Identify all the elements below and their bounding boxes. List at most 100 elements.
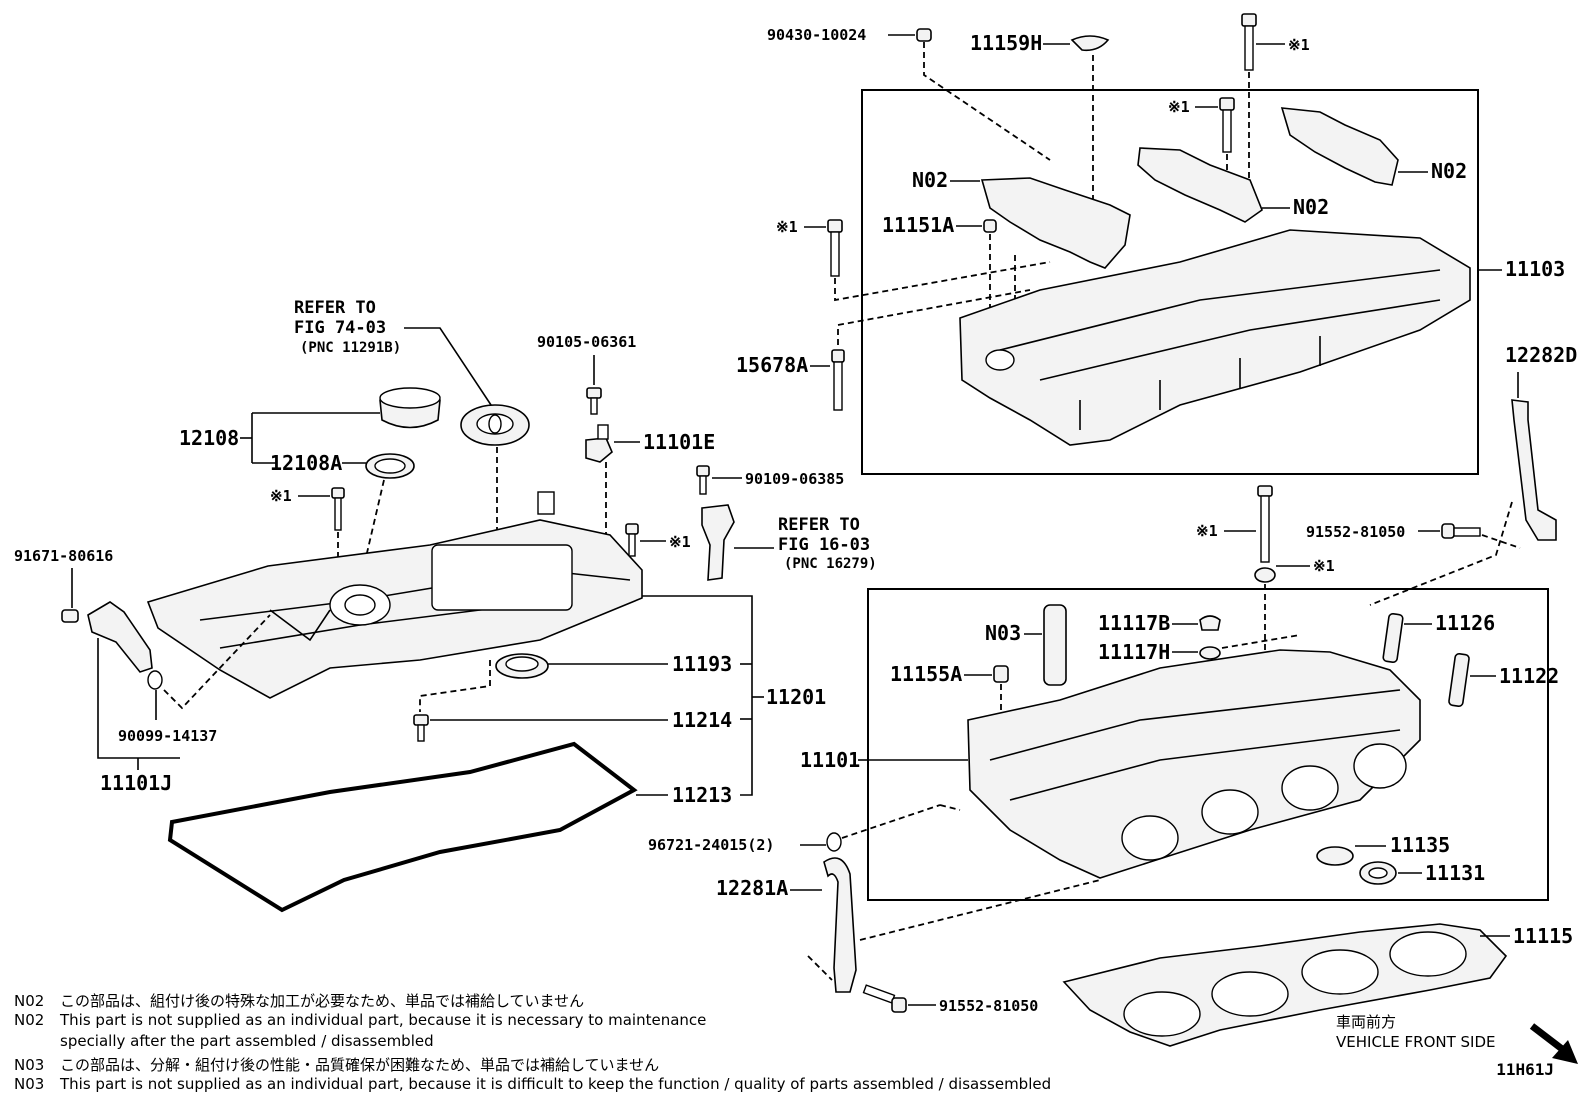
label-star1-left[interactable]: ※1 (776, 218, 798, 236)
camshaft-housing-frame (861, 89, 1479, 475)
bolt-91552-bottom (862, 984, 907, 1013)
label-11193[interactable]: 11193 (672, 652, 732, 676)
label-refer-16-line2[interactable]: FIG 16-03 (778, 535, 870, 555)
head-bolt-washer (1254, 567, 1276, 583)
gasket-bores (1123, 931, 1467, 1037)
vehicle-front-arrow-icon (1529, 1023, 1578, 1064)
head-cover-gasket (167, 741, 638, 913)
label-90105-06361[interactable]: 90105-06361 (537, 333, 636, 351)
label-91552-81050-top[interactable]: 91552-81050 (1306, 523, 1405, 541)
label-11201[interactable]: 11201 (766, 685, 826, 709)
camshaft-housing (959, 229, 1471, 446)
note-text: This part is not supplied as an individu… (60, 1075, 1052, 1093)
bearing-cap-left (980, 177, 1131, 269)
cylinder-head (967, 649, 1421, 879)
label-N02-a[interactable]: N02 (912, 168, 948, 192)
label-11117H[interactable]: 11117H (1098, 640, 1170, 664)
bolt-cap (1219, 97, 1235, 153)
label-12282D[interactable]: 12282D (1505, 343, 1577, 367)
oil-control-valve (87, 601, 163, 690)
dowel-part (983, 219, 997, 233)
label-12281A[interactable]: 12281A (716, 876, 788, 900)
label-11213[interactable]: 11213 (672, 783, 732, 807)
note-code: N02 (14, 992, 45, 1010)
label-11101E[interactable]: 11101E (643, 430, 715, 454)
seal-11117H (1199, 646, 1221, 660)
label-11151A[interactable]: 11151A (882, 213, 954, 237)
note-n02-jp: N02 この部品は、組付け後の特殊な加工が必要なため、単品では補給していません (14, 990, 584, 1011)
label-90109-06385[interactable]: 90109-06385 (745, 470, 844, 488)
bolt-cover-left (331, 487, 345, 531)
label-15678A[interactable]: 15678A (736, 353, 808, 377)
label-11101[interactable]: 11101 (800, 748, 860, 772)
label-11126[interactable]: 11126 (1435, 611, 1495, 635)
o-ring-96721 (826, 832, 842, 852)
oil-filler-cap (379, 387, 441, 429)
label-11214[interactable]: 11214 (672, 708, 732, 732)
label-star1-cover[interactable]: ※1 (270, 487, 292, 505)
bolt-11214 (413, 714, 429, 742)
label-star1-top[interactable]: ※1 (1288, 36, 1310, 54)
label-91552-81050-bottom[interactable]: 91552-81050 (939, 997, 1038, 1015)
wire-bracket (701, 504, 735, 581)
sleeve-part (1043, 604, 1067, 686)
valve-cap-11117B (1199, 615, 1221, 631)
note-n03-en: N03 This part is not supplied as an indiv… (14, 1075, 1051, 1093)
label-star1-washer[interactable]: ※1 (1313, 557, 1335, 575)
washer-part (916, 28, 932, 42)
note-text-cont: specially after the part assembled / dis… (60, 1032, 434, 1050)
note-code: N02 (14, 1011, 45, 1029)
label-refer-74-line2[interactable]: FIG 74-03 (294, 318, 386, 338)
label-star1-head-bolt[interactable]: ※1 (1196, 522, 1218, 540)
label-refer-16-line1[interactable]: REFER TO (778, 515, 860, 535)
label-11101J[interactable]: 11101J (100, 771, 172, 795)
note-n02-en: N02 This part is not supplied as an indiv… (14, 1011, 706, 1029)
bolt-left (827, 219, 843, 277)
label-star1-cap[interactable]: ※1 (1168, 98, 1190, 116)
label-N02-b[interactable]: N02 (1293, 195, 1329, 219)
bolt-top (1241, 13, 1257, 71)
label-N03[interactable]: N03 (985, 621, 1021, 645)
label-refer-74-line1[interactable]: REFER TO (294, 298, 376, 318)
bolt-90109 (696, 465, 710, 495)
engine-hanger-rear (1511, 399, 1557, 541)
bearing-cap-middle (1137, 147, 1263, 223)
label-12108A[interactable]: 12108A (270, 451, 342, 475)
label-refer-74-line3[interactable]: (PNC 11291B) (300, 340, 401, 356)
label-90430-10024[interactable]: 90430-10024 (767, 26, 866, 44)
note-text: This part is not supplied as an individu… (60, 1011, 707, 1029)
valve-guide-11126 (1382, 612, 1404, 664)
note-code: N03 (14, 1056, 45, 1074)
bolt-91552-top (1441, 523, 1481, 539)
label-11117B[interactable]: 11117B (1098, 611, 1170, 635)
label-11131[interactable]: 11131 (1425, 861, 1485, 885)
label-91671-80616[interactable]: 91671-80616 (14, 547, 113, 565)
label-11155A[interactable]: 11155A (890, 662, 962, 686)
label-96721-24015[interactable]: 96721-24015(2) (648, 836, 774, 854)
label-11159H[interactable]: 11159H (970, 31, 1042, 55)
label-11115[interactable]: 11115 (1513, 924, 1573, 948)
gasket-11135 (1316, 846, 1354, 866)
bolt-91671 (61, 609, 79, 623)
vehicle-front-jp: 車両前方 (1336, 1013, 1397, 1031)
label-90099-14137[interactable]: 90099-14137 (118, 727, 217, 745)
plug-part (1070, 35, 1110, 52)
label-N02-c[interactable]: N02 (1431, 159, 1467, 183)
head-bolt (1257, 485, 1273, 563)
label-11135[interactable]: 11135 (1390, 833, 1450, 857)
engine-hanger-front (823, 857, 857, 993)
label-11103[interactable]: 11103 (1505, 257, 1565, 281)
cylinder-head-frame (867, 588, 1549, 901)
bearing-cap-right (1280, 107, 1399, 186)
intake-ports (1121, 743, 1407, 861)
label-star1-cover-right[interactable]: ※1 (669, 533, 691, 551)
stud-part (831, 349, 845, 411)
note-text: この部品は、組付け後の特殊な加工が必要なため、単品では補給していません (60, 992, 585, 1010)
label-refer-16-line3[interactable]: (PNC 16279) (784, 556, 877, 572)
note-code: N03 (14, 1075, 45, 1093)
bolt-90105 (586, 387, 602, 415)
label-12108[interactable]: 12108 (179, 426, 239, 450)
label-11122[interactable]: 11122 (1499, 664, 1559, 688)
toyota-emblem (460, 404, 530, 446)
